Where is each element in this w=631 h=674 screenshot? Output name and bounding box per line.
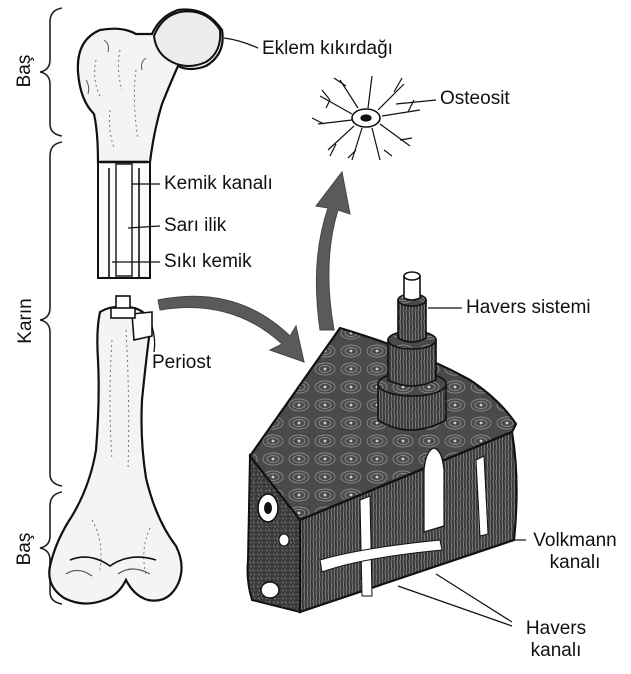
femur-top-head [78,9,223,162]
label-haversian-canal-line2: kanalı [508,640,604,662]
section-label-shaft: Karın [15,293,37,349]
label-volkmann-canal: Volkmann kanalı [522,530,628,574]
arrow-to-osteocyte [316,172,350,330]
label-haversian-canal-line1: Havers [508,618,604,640]
leader-osteocyte [396,100,436,104]
bracket-head-top [40,8,62,136]
label-articular-cartilage: Eklem kıkırdağı [262,38,393,60]
label-compact-bone: Sıkı kemik [164,251,252,273]
label-haversian-system: Havers sistemi [466,297,591,319]
bracket-shaft [40,142,62,486]
articular-cartilage-shape [154,11,220,66]
haversian-system-cylinder [378,272,446,430]
section-label-head-top: Baş [14,54,36,88]
section-label-head-bottom: Baş [14,532,36,566]
marrow-canal-shape [116,164,132,276]
section-brackets [40,8,62,604]
label-periosteum: Periost [152,352,211,374]
label-marrow-canal: Kemik kanalı [164,173,273,195]
label-osteocyte: Osteosit [440,88,510,110]
label-volkmann-canal-line2: kanalı [522,552,628,574]
label-volkmann-canal-line1: Volkmann [522,530,628,552]
label-yellow-marrow: Sarı ilik [164,215,226,237]
osteocyte-cell [312,76,420,160]
compact-bone-block [248,272,517,612]
shaft-section [98,162,150,278]
label-haversian-canal: Havers kanalı [508,618,604,662]
femur-lower-bone [49,296,181,604]
